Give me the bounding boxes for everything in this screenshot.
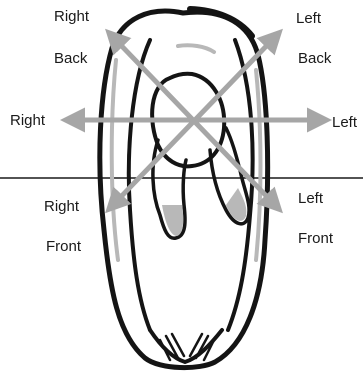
label-left-back-1: Left	[296, 10, 321, 27]
label-right-back-1: Right	[54, 8, 89, 25]
label-right-side: Right	[10, 112, 45, 129]
label-left-front-1: Left	[298, 190, 323, 207]
label-right-back-2: Back	[54, 50, 87, 67]
label-left-back-2: Back	[298, 50, 331, 67]
label-right-front-1: Right	[44, 198, 79, 215]
label-left-front-2: Front	[298, 230, 333, 247]
bent-figure	[100, 9, 268, 368]
label-left-side: Left	[332, 114, 357, 131]
label-right-front-2: Front	[46, 238, 81, 255]
